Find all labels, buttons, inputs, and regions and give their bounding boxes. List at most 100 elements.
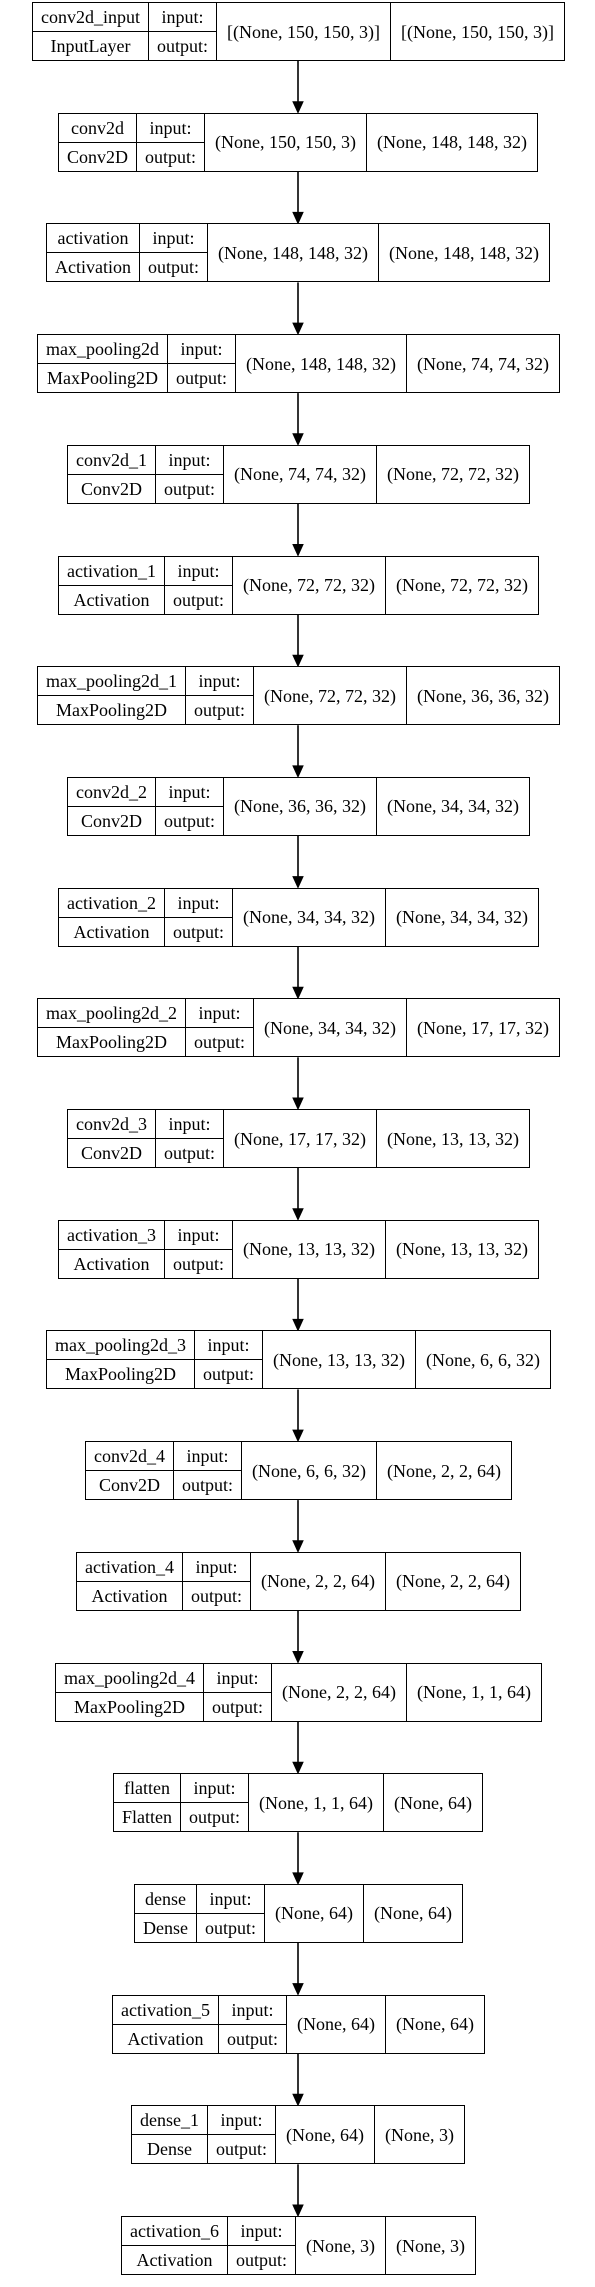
layer-type: Dense — [143, 1917, 188, 1938]
input-shape: (None, 64) — [265, 1884, 364, 1942]
io-label-cell: input: output: — [156, 1110, 225, 1167]
arrowhead-15 — [292, 1761, 304, 1775]
input-label: input: — [156, 446, 224, 475]
layer-node-max_pooling2d_1: max_pooling2d_1 MaxPooling2D input: outp… — [37, 666, 560, 726]
layer-name: activation_4 — [77, 1553, 182, 1582]
layer-node-max_pooling2d_4: max_pooling2d_4 MaxPooling2D input: outp… — [55, 1662, 542, 1722]
layer-name-cell: dense Dense — [135, 1884, 197, 1942]
io-label-cell: input: output: — [204, 1663, 273, 1721]
arrowhead-6 — [292, 765, 304, 779]
arrowhead-0 — [292, 101, 304, 114]
layer-name: activation_1 — [59, 557, 164, 586]
input-label: input: — [164, 557, 232, 586]
layer-node-activation_6: activation_6 Activation input: output: (… — [121, 2216, 476, 2275]
arrowhead-5 — [292, 654, 304, 668]
output-shape: (None, 13, 13, 32) — [395, 1239, 528, 1260]
layer-name: activation — [47, 224, 139, 254]
input-shape: (None, 64) — [287, 1995, 386, 2053]
input-shape: (None, 1, 1, 64) — [249, 1774, 384, 1832]
layer-type: InputLayer — [50, 36, 131, 56]
output-label: output: — [194, 700, 246, 721]
layer-name-cell: activation_2 Activation — [59, 888, 165, 946]
layer-node-activation_4: activation_4 Activation input: output: (… — [76, 1551, 521, 1611]
output-shape: (None, 148, 148, 32) — [377, 132, 527, 153]
input-label: input: — [181, 1774, 249, 1804]
io-label-cell: input: output: — [174, 1442, 243, 1500]
output-label: output: — [182, 1475, 234, 1496]
layer-node-activation_3: activation_3 Activation input: output: (… — [58, 1219, 539, 1279]
input-label: input: — [182, 1553, 250, 1582]
layer-name-cell: conv2d_input InputLayer — [33, 3, 149, 60]
layer-name-cell: activation_1 Activation — [59, 556, 165, 614]
layer-type: Activation — [127, 2028, 204, 2049]
output-label: output: — [204, 1917, 256, 1938]
layer-name-cell: max_pooling2d_2 MaxPooling2D — [38, 999, 186, 1057]
input-shape: (None, 2, 2, 64) — [251, 1552, 386, 1610]
output-label: output: — [176, 368, 228, 389]
io-label-cell: input: output: — [227, 2217, 296, 2274]
output-shape: (None, 3) — [384, 2124, 454, 2145]
layer-name: conv2d_1 — [68, 446, 155, 475]
layer-name: activation_2 — [59, 889, 164, 918]
input-shape: (None, 2, 2, 64) — [272, 1663, 407, 1721]
layer-node-activation_1: activation_1 Activation input: output: (… — [58, 555, 539, 615]
layer-name: activation_3 — [59, 1221, 164, 1250]
input-label: input: — [207, 2106, 275, 2136]
io-label-cell: input: output: — [139, 224, 208, 282]
input-label: input: — [139, 224, 207, 254]
input-shape: (None, 74, 74, 32) — [224, 445, 377, 503]
output-label: output: — [226, 2028, 278, 2049]
input-shape: (None, 148, 148, 32) — [208, 224, 379, 282]
layer-type: Dense — [147, 2139, 192, 2160]
io-label-cell: input: output: — [196, 1884, 265, 1942]
io-label-cell: input: output: — [156, 777, 225, 835]
layer-type: MaxPooling2D — [55, 1032, 167, 1053]
io-label-cell: input: output: — [149, 3, 218, 60]
arrowhead-13 — [292, 1540, 304, 1554]
output-shape: (None, 74, 74, 32) — [417, 353, 549, 374]
input-label: input: — [137, 114, 205, 143]
layer-type: Conv2D — [98, 1475, 160, 1496]
input-shape: (None, 13, 13, 32) — [263, 1331, 416, 1389]
input-shape: (None, 13, 13, 32) — [233, 1220, 386, 1278]
layer-name-cell: max_pooling2d MaxPooling2D — [38, 335, 168, 393]
layer-name-cell: max_pooling2d_4 MaxPooling2D — [56, 1663, 204, 1721]
output-shape: (None, 64) — [395, 2014, 474, 2035]
layer-type: Activation — [136, 2250, 213, 2270]
layer-name: max_pooling2d_4 — [56, 1664, 203, 1693]
layer-node-activation_5: activation_5 Activation input: output: (… — [112, 1994, 485, 2054]
output-label: output: — [172, 1253, 224, 1274]
layer-node-conv2d_4: conv2d_4 Conv2D input: output: (None, 6,… — [85, 1441, 512, 1501]
layer-node-activation: activation Activation input: output: (No… — [46, 223, 550, 283]
output-label: output: — [189, 1807, 241, 1828]
layer-name-cell: conv2d_4 Conv2D — [86, 1442, 174, 1500]
io-label-cell: input: output: — [181, 1774, 250, 1832]
layer-name: activation_6 — [122, 2217, 227, 2246]
layer-node-conv2d_input: conv2d_input InputLayer input: output: [… — [32, 2, 565, 61]
input-label: input: — [186, 667, 254, 697]
arrowhead-1 — [292, 211, 304, 225]
io-label-cell: input: output: — [164, 556, 233, 614]
output-label: output: — [194, 1032, 246, 1053]
layer-name: conv2d_3 — [68, 1110, 155, 1139]
layer-name-cell: max_pooling2d_1 MaxPooling2D — [38, 667, 186, 725]
input-label: input: — [164, 1221, 232, 1250]
layer-name: conv2d_2 — [68, 778, 155, 807]
output-shape: (None, 64) — [394, 1792, 472, 1813]
arrowhead-8 — [292, 986, 304, 1000]
layer-name-cell: flatten Flatten — [114, 1774, 181, 1832]
layer-type: Conv2D — [80, 810, 142, 831]
layer-type: MaxPooling2D — [55, 700, 167, 721]
layer-type: Activation — [91, 1585, 168, 1606]
layer-type: Conv2D — [80, 478, 142, 499]
output-label: output: — [172, 921, 224, 942]
output-shape: (None, 34, 34, 32) — [387, 796, 519, 817]
arrowhead-3 — [292, 433, 304, 447]
output-label: output: — [190, 1585, 242, 1606]
layer-name: flatten — [114, 1774, 180, 1804]
output-shape: (None, 72, 72, 32) — [395, 575, 528, 595]
output-shape: (None, 1, 1, 64) — [417, 1682, 531, 1702]
layer-node-flatten: flatten Flatten input: output: (None, 1,… — [113, 1773, 483, 1833]
output-shape: (None, 64) — [373, 1903, 452, 1924]
layer-name-cell: conv2d_1 Conv2D — [68, 445, 156, 503]
